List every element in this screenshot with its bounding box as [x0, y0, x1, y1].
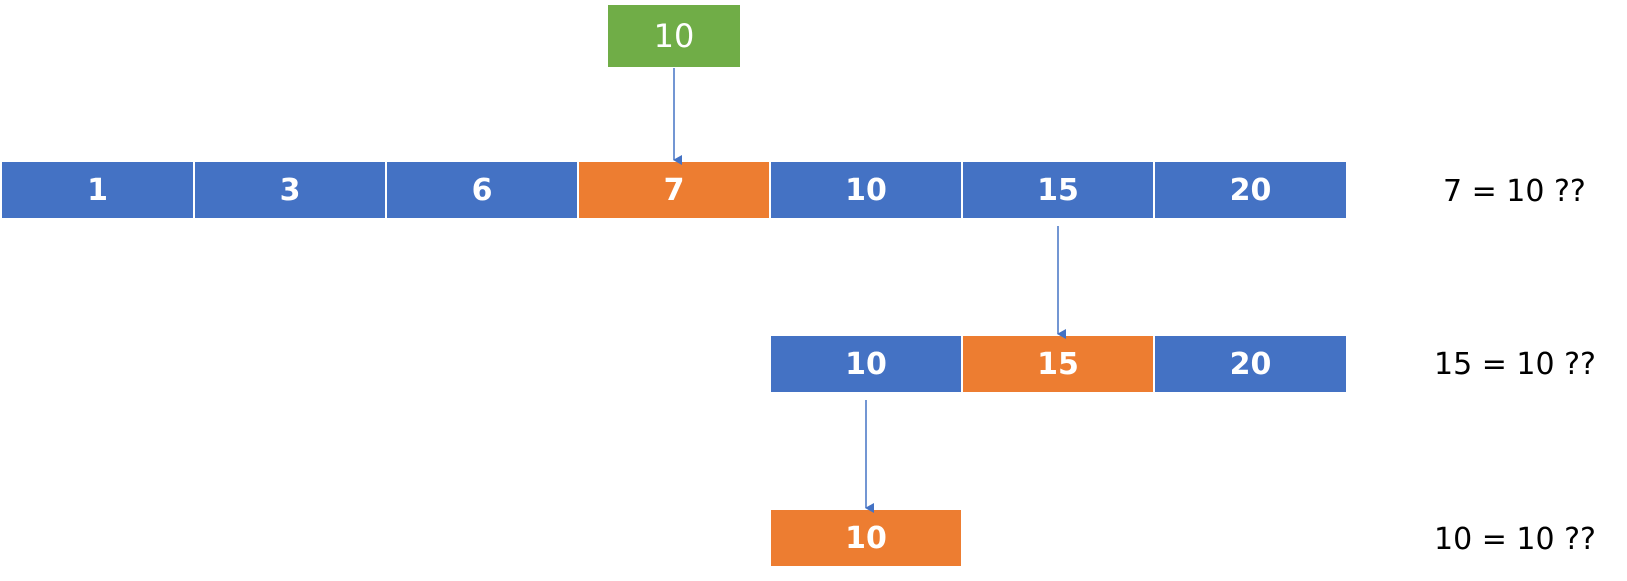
array-cell: 6	[387, 162, 577, 218]
array-cell-compared: 15	[963, 336, 1153, 392]
array-cell-compared: 10	[771, 510, 961, 566]
comparison-label-step-1: 7 = 10 ??	[1443, 174, 1586, 209]
comparison-label-step-3: 10 = 10 ??	[1434, 522, 1596, 557]
comparison-label-step-2: 15 = 10 ??	[1434, 347, 1596, 382]
array-cell: 3	[195, 162, 385, 218]
target-value: 10	[653, 17, 695, 55]
array-cell: 20	[1155, 336, 1346, 392]
array-cell: 10	[771, 162, 961, 218]
array-cell-compared: 7	[579, 162, 769, 218]
array-cell: 15	[963, 162, 1153, 218]
array-cell: 20	[1155, 162, 1346, 218]
target-box: 10	[608, 5, 740, 67]
array-cell: 10	[771, 336, 961, 392]
array-cell: 1	[2, 162, 193, 218]
